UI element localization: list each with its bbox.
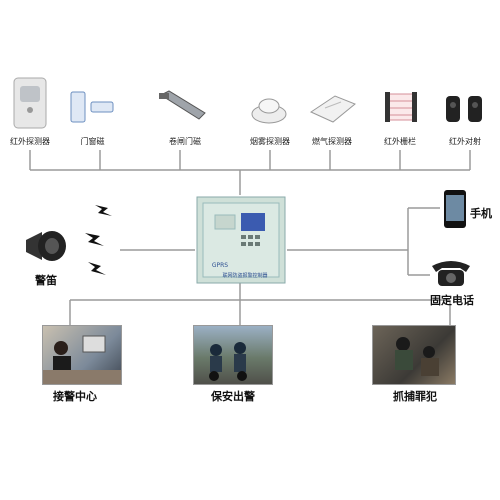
lightning-bolt-icon: [85, 233, 104, 246]
smoke-detector-icon: [248, 92, 290, 126]
sensor-label: 红外探测器: [10, 137, 50, 146]
infrared-detector-icon: [8, 72, 52, 132]
panel-model: GPRS: [211, 262, 229, 269]
siren-label: 警笛: [35, 274, 57, 287]
rolling-door-magnet-icon: [155, 85, 215, 125]
sensor-label: 红外栅栏: [384, 137, 416, 146]
alarm-center-photo: [42, 325, 122, 385]
lightning-bolt-icon: [88, 262, 106, 275]
sensor-label: 红外对射: [449, 137, 481, 146]
response-label: 抓捕罪犯: [393, 390, 437, 403]
phone-label: 固定电话: [430, 294, 474, 307]
security-dispatch-photo: [193, 325, 273, 385]
sensor-label: 烟雾探测器: [250, 137, 290, 146]
lightning-bolt-icon: [95, 205, 112, 216]
sensor-label: 燃气探测器: [312, 137, 352, 146]
panel-caption: 联网防盗报警控制器: [222, 273, 268, 279]
phone-label: 手机: [470, 207, 492, 220]
arrest-photo: [372, 325, 456, 385]
response-label: 保安出警: [211, 390, 255, 403]
sensor-label: 门窗磁: [80, 137, 105, 146]
wireless-signal-icons: [85, 205, 112, 275]
gas-detector-icon: [305, 90, 360, 126]
siren-icon: [22, 228, 68, 264]
landline-phone-icon: [428, 256, 474, 288]
alarm-control-panel-icon: [195, 195, 287, 287]
response-label: 接警中心: [53, 390, 97, 403]
infrared-fence-icon: [382, 88, 420, 126]
sensor-label: 卷闸门磁: [169, 137, 201, 146]
door-magnet-icon: [65, 88, 120, 130]
infrared-beam-icon: [440, 90, 490, 126]
mobile-phone-icon: [442, 188, 468, 230]
